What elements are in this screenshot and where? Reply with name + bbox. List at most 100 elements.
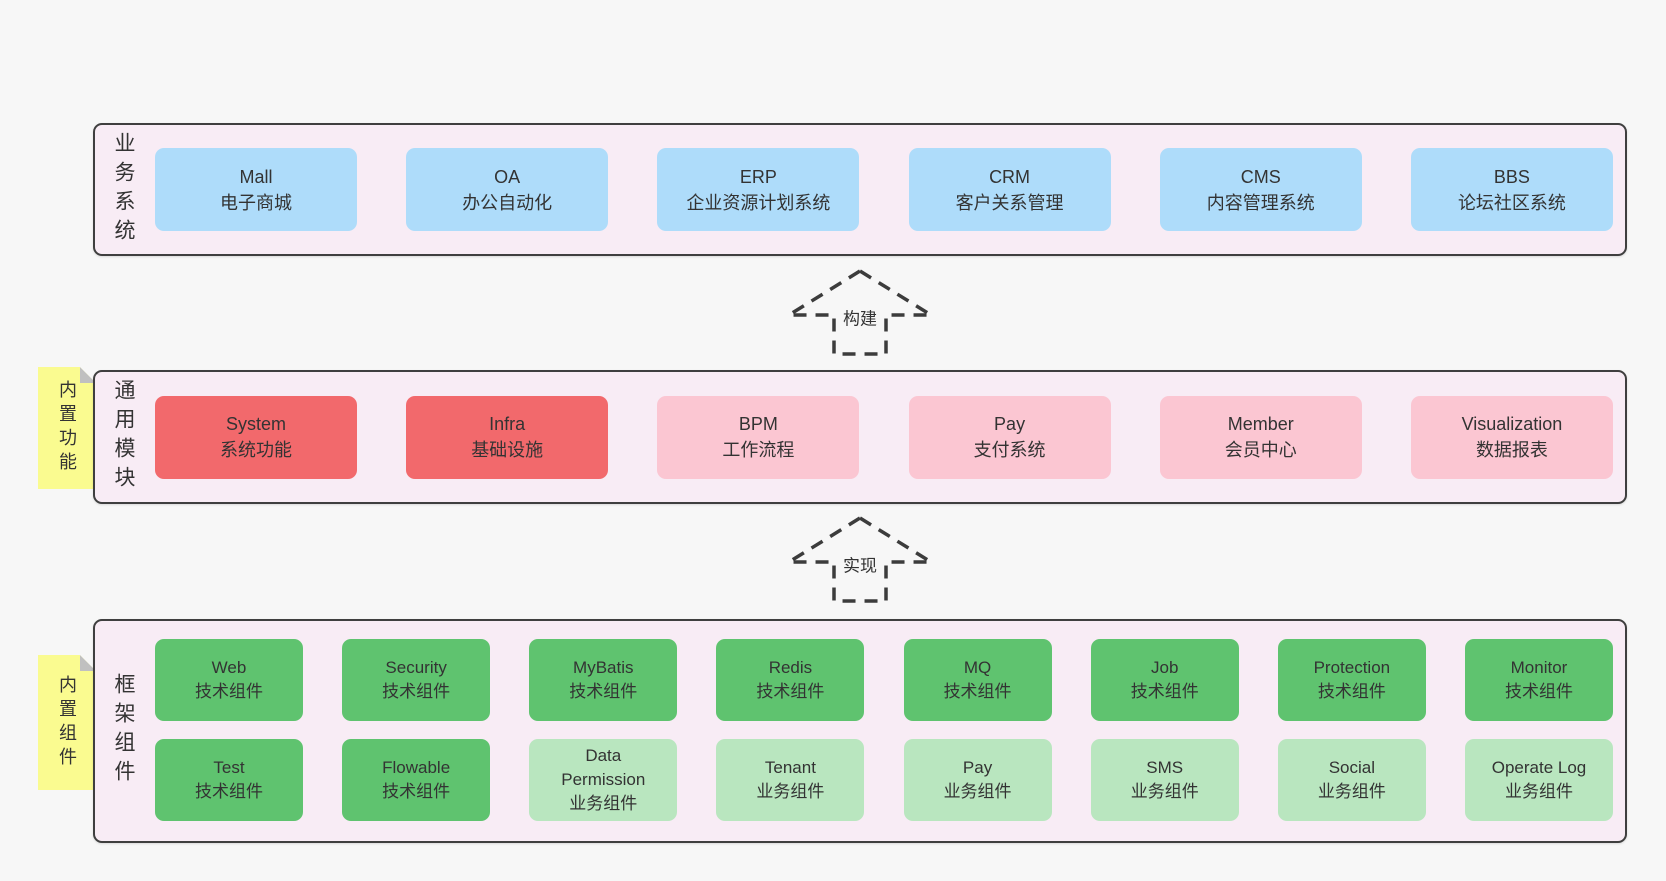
implement-arrow-icon: 实现	[785, 515, 935, 605]
panel-side-label: 业务系统	[112, 131, 135, 248]
box-bbs: BBS 论坛社区系统	[1410, 148, 1613, 231]
box-desc: 技术组件	[1504, 682, 1573, 701]
box-desc: 支付系统	[973, 440, 1046, 460]
box-name: Operate Log	[1491, 758, 1587, 777]
box-name: MQ	[963, 658, 992, 677]
box-desc: 企业资源计划系统	[686, 192, 831, 213]
box-name: Visualization	[1461, 414, 1563, 434]
box-desc: 电子商城	[220, 192, 292, 213]
box-name: Tenant	[764, 758, 816, 777]
box-name: Pay	[994, 414, 1026, 434]
box-name: Flowable	[382, 758, 451, 777]
box-protection: Protection 技术组件	[1277, 639, 1426, 721]
box-bpm: BPM 工作流程	[657, 395, 860, 479]
arrow-label-implement: 实现	[840, 549, 880, 579]
box-member: Member 会员中心	[1159, 395, 1362, 479]
sticky-label: 内置组件	[57, 674, 77, 771]
arrow-label-build: 构建	[840, 302, 880, 332]
sticky-note-built-in-features: 内置功能	[38, 367, 96, 489]
box-name: Protection	[1313, 658, 1391, 677]
box-desc: 内容管理系统	[1206, 192, 1315, 213]
box-desc: 数据报表	[1475, 440, 1548, 460]
box-desc: 技术组件	[195, 682, 263, 701]
box-desc: 技术组件	[1317, 682, 1386, 701]
box-data-permission: Data Permission 业务组件	[529, 739, 678, 821]
box-desc: 工作流程	[722, 440, 795, 460]
box-name: CMS	[1240, 166, 1281, 187]
box-job: Job 技术组件	[1090, 639, 1239, 721]
box-desc: 办公自动化	[462, 192, 553, 213]
box-crm: CRM 客户关系管理	[908, 148, 1111, 231]
box-name: Infra	[489, 414, 526, 434]
box-name: Social	[1328, 758, 1375, 777]
box-system: System 系统功能	[155, 395, 357, 479]
box-name: Mall	[239, 166, 273, 187]
box-desc: 技术组件	[382, 682, 451, 701]
box-name: BPM	[738, 414, 778, 434]
box-cms: CMS 内容管理系统	[1159, 148, 1362, 231]
box-pay-component: Pay 业务组件	[903, 739, 1052, 821]
dashed-up-arrow-icon	[785, 515, 935, 603]
box-name: MyBatis	[573, 658, 634, 677]
box-web: Web 技术组件	[155, 639, 303, 721]
components-row-2: Test 技术组件 Flowable 技术组件 Data Permission …	[155, 739, 1613, 821]
box-name: Data Permission	[561, 746, 646, 789]
box-desc: 业务组件	[943, 782, 1012, 801]
box-redis: Redis 技术组件	[716, 639, 865, 721]
framework-components-panel: 框架组件 Web 技术组件 Security 技术组件 MyBatis 技术组件…	[93, 619, 1627, 843]
box-visualization: Visualization 数据报表	[1410, 395, 1613, 479]
box-operate-log: Operate Log 业务组件	[1464, 739, 1613, 821]
box-name: BBS	[1493, 166, 1530, 187]
box-desc: 业务组件	[569, 794, 638, 813]
box-desc: 技术组件	[1130, 682, 1199, 701]
box-name: Web	[211, 658, 247, 677]
box-desc: 会员中心	[1224, 440, 1297, 460]
box-desc: 业务组件	[1317, 782, 1386, 801]
box-flowable: Flowable 技术组件	[342, 739, 491, 821]
business-systems-panel: 业务系统 Mall 电子商城 OA 办公自动化 ERP 企业资源计划系统 CRM…	[93, 123, 1627, 256]
box-desc: 基础设施	[471, 440, 544, 460]
box-name: Monitor	[1510, 658, 1568, 677]
box-oa: OA 办公自动化	[406, 148, 609, 231]
box-tenant: Tenant 业务组件	[716, 739, 865, 821]
panel-side-label: 通用模块	[112, 379, 135, 495]
box-infra: Infra 基础设施	[406, 395, 609, 479]
business-box-row: Mall 电子商城 OA 办公自动化 ERP 企业资源计划系统 CRM 客户关系…	[155, 125, 1613, 254]
components-row-1: Web 技术组件 Security 技术组件 MyBatis 技术组件 Redi…	[155, 639, 1613, 721]
box-mybatis: MyBatis 技术组件	[529, 639, 678, 721]
modules-box-row: System 系统功能 Infra 基础设施 BPM 工作流程 Pay 支付系统…	[155, 372, 1613, 502]
box-desc: 技术组件	[382, 782, 451, 801]
box-social: Social 业务组件	[1277, 739, 1426, 821]
components-rows: Web 技术组件 Security 技术组件 MyBatis 技术组件 Redi…	[155, 639, 1613, 821]
box-name: Member	[1227, 414, 1294, 434]
box-pay-module: Pay 支付系统	[908, 395, 1111, 479]
box-mq: MQ 技术组件	[903, 639, 1052, 721]
sticky-note-built-in-components: 内置组件	[38, 655, 96, 790]
box-name: CRM	[989, 166, 1031, 187]
box-name: Pay	[962, 758, 993, 777]
dashed-up-arrow-icon	[785, 268, 935, 356]
box-desc: 系统功能	[220, 440, 292, 460]
box-name: System	[225, 414, 286, 434]
box-desc: 技术组件	[756, 682, 825, 701]
box-desc: 业务组件	[756, 782, 825, 801]
box-sms: SMS 业务组件	[1090, 739, 1239, 821]
box-desc: 技术组件	[569, 682, 638, 701]
box-desc: 客户关系管理	[955, 192, 1064, 213]
box-monitor: Monitor 技术组件	[1464, 639, 1613, 721]
box-security: Security 技术组件	[342, 639, 491, 721]
box-erp: ERP 企业资源计划系统	[657, 148, 860, 231]
sticky-label: 内置功能	[57, 380, 77, 476]
common-modules-panel: 通用模块 System 系统功能 Infra 基础设施 BPM 工作流程 Pay…	[93, 370, 1627, 504]
box-name: Redis	[768, 658, 813, 677]
panel-side-label: 框架组件	[112, 673, 135, 789]
box-desc: 业务组件	[1504, 782, 1573, 801]
box-name: ERP	[739, 166, 777, 187]
box-desc: 技术组件	[943, 682, 1012, 701]
box-name: OA	[494, 166, 521, 187]
box-name: Test	[213, 758, 245, 777]
build-arrow-icon: 构建	[785, 268, 935, 358]
box-name: Security	[385, 658, 447, 677]
box-desc: 业务组件	[1130, 782, 1199, 801]
